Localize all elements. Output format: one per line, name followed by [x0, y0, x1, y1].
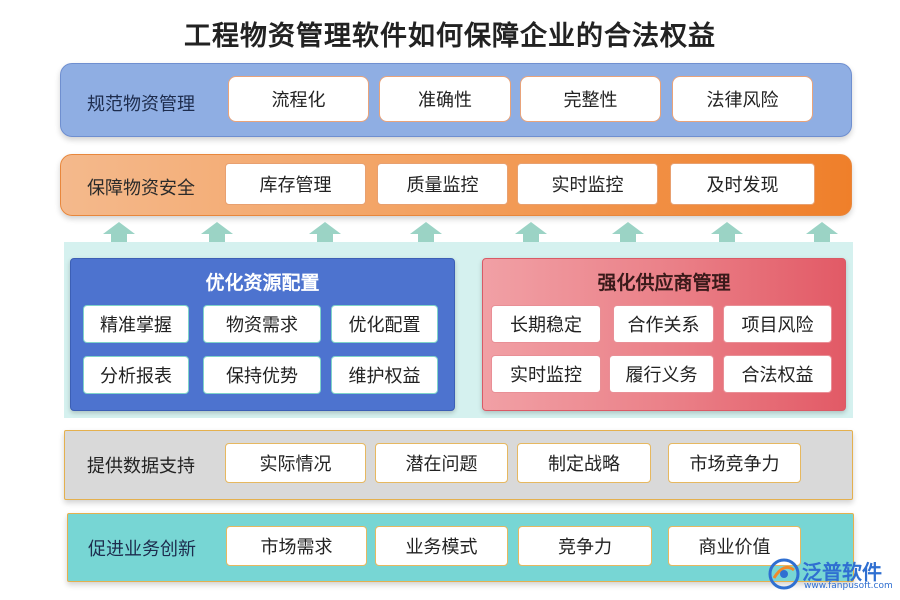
brand-url: www.fanpusoft.com — [804, 581, 893, 591]
item-market-competitiveness: 市场竞争力 — [668, 443, 801, 483]
item-competitiveness: 竞争力 — [518, 526, 652, 566]
item-accuracy: 准确性 — [379, 76, 511, 122]
band-label-innovation: 促进业务创新 — [88, 539, 196, 560]
band-standardize: 规范物资管理 流程化 准确性 完整性 法律风险 — [60, 63, 852, 137]
item-actual-situation: 实际情况 — [225, 443, 366, 483]
panel-resource: 优化资源配置 精准掌握 物资需求 优化配置 分析报表 保持优势 维护权益 — [70, 258, 455, 411]
band-label-safety: 保障物资安全 — [87, 178, 195, 199]
item-potential-issues: 潜在问题 — [375, 443, 508, 483]
item-protect-rights: 维护权益 — [331, 356, 438, 394]
up-arrow-icon — [711, 222, 743, 242]
item-fulfill-obligation: 履行义务 — [609, 355, 714, 393]
panel-title-resource: 优化资源配置 — [205, 272, 320, 294]
item-precise-grasp: 精准掌握 — [83, 305, 189, 343]
band-innovation: 促进业务创新 市场需求 业务模式 竞争力 商业价值 — [67, 513, 854, 582]
item-commercial-value: 商业价值 — [668, 526, 801, 566]
up-arrow-icon — [201, 222, 233, 242]
item-market-demand: 市场需求 — [226, 526, 367, 566]
band-data-support: 提供数据支持 实际情况 潜在问题 制定战略 市场竞争力 — [64, 430, 853, 500]
band-label-standardize: 规范物资管理 — [87, 94, 195, 115]
item-realtime-monitor: 实时监控 — [517, 163, 658, 205]
item-legal-rights: 合法权益 — [723, 355, 832, 393]
panel-title-supplier: 强化供应商管理 — [597, 272, 731, 294]
up-arrow-icon — [515, 222, 547, 242]
up-arrow-icon — [806, 222, 838, 242]
item-legal-risk: 法律风险 — [672, 76, 813, 122]
item-keep-advantage: 保持优势 — [203, 356, 321, 394]
item-inventory: 库存管理 — [225, 163, 366, 205]
band-safety: 保障物资安全 库存管理 质量监控 实时监控 及时发现 — [60, 154, 852, 216]
item-completeness: 完整性 — [520, 76, 661, 122]
brand-name: 泛普软件 — [802, 560, 882, 584]
item-supplier-realtime-monitor: 实时监控 — [491, 355, 601, 393]
item-process: 流程化 — [228, 76, 369, 122]
up-arrow-icon — [612, 222, 644, 242]
item-business-model: 业务模式 — [375, 526, 508, 566]
up-arrow-icon — [103, 222, 135, 242]
panel-supplier: 强化供应商管理 长期稳定 合作关系 项目风险 实时监控 履行义务 合法权益 — [482, 258, 846, 411]
item-timely-discovery: 及时发现 — [670, 163, 815, 205]
band-label-data-support: 提供数据支持 — [87, 456, 195, 477]
item-analysis-report: 分析报表 — [83, 356, 189, 394]
item-quality-monitor: 质量监控 — [377, 163, 508, 205]
item-long-term-stable: 长期稳定 — [491, 305, 601, 343]
item-project-risk: 项目风险 — [723, 305, 832, 343]
item-strategy: 制定战略 — [517, 443, 651, 483]
item-optimize-config: 优化配置 — [331, 305, 438, 343]
up-arrow-icon — [309, 222, 341, 242]
fanpu-logo-icon — [768, 558, 800, 590]
item-cooperation: 合作关系 — [613, 305, 714, 343]
page-title: 工程物资管理软件如何保障企业的合法权益 — [184, 21, 716, 52]
up-arrow-icon — [410, 222, 442, 242]
item-material-demand: 物资需求 — [203, 305, 321, 343]
